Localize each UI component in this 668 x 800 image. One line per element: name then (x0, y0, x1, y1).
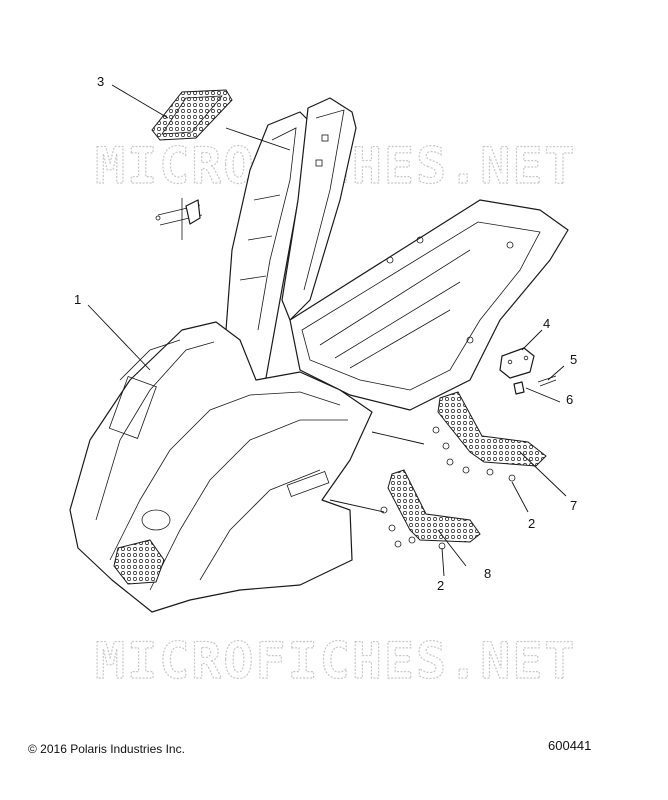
leader-lines (87, 84, 567, 577)
footrest-right (432, 391, 547, 482)
vent-panel (151, 89, 233, 141)
diagram-number: 600441 (548, 738, 592, 753)
bracket-hardware (499, 347, 557, 395)
callout-1: 1 (74, 292, 81, 307)
hood-panel (69, 97, 569, 613)
fastener-hardware (155, 198, 203, 240)
callout-7: 7 (570, 498, 577, 513)
footrest-left (380, 469, 481, 550)
callout-2b: 2 (437, 578, 444, 593)
callout-2a: 2 (528, 516, 535, 531)
callout-6: 6 (566, 392, 573, 407)
callout-8: 8 (484, 566, 491, 581)
callout-5: 5 (570, 352, 577, 367)
callout-3: 3 (97, 74, 104, 89)
copyright-text: © 2016 Polaris Industries Inc. (28, 742, 185, 756)
watermark-bottom: MICROFICHES.NET (95, 632, 577, 690)
callout-4: 4 (543, 316, 550, 331)
